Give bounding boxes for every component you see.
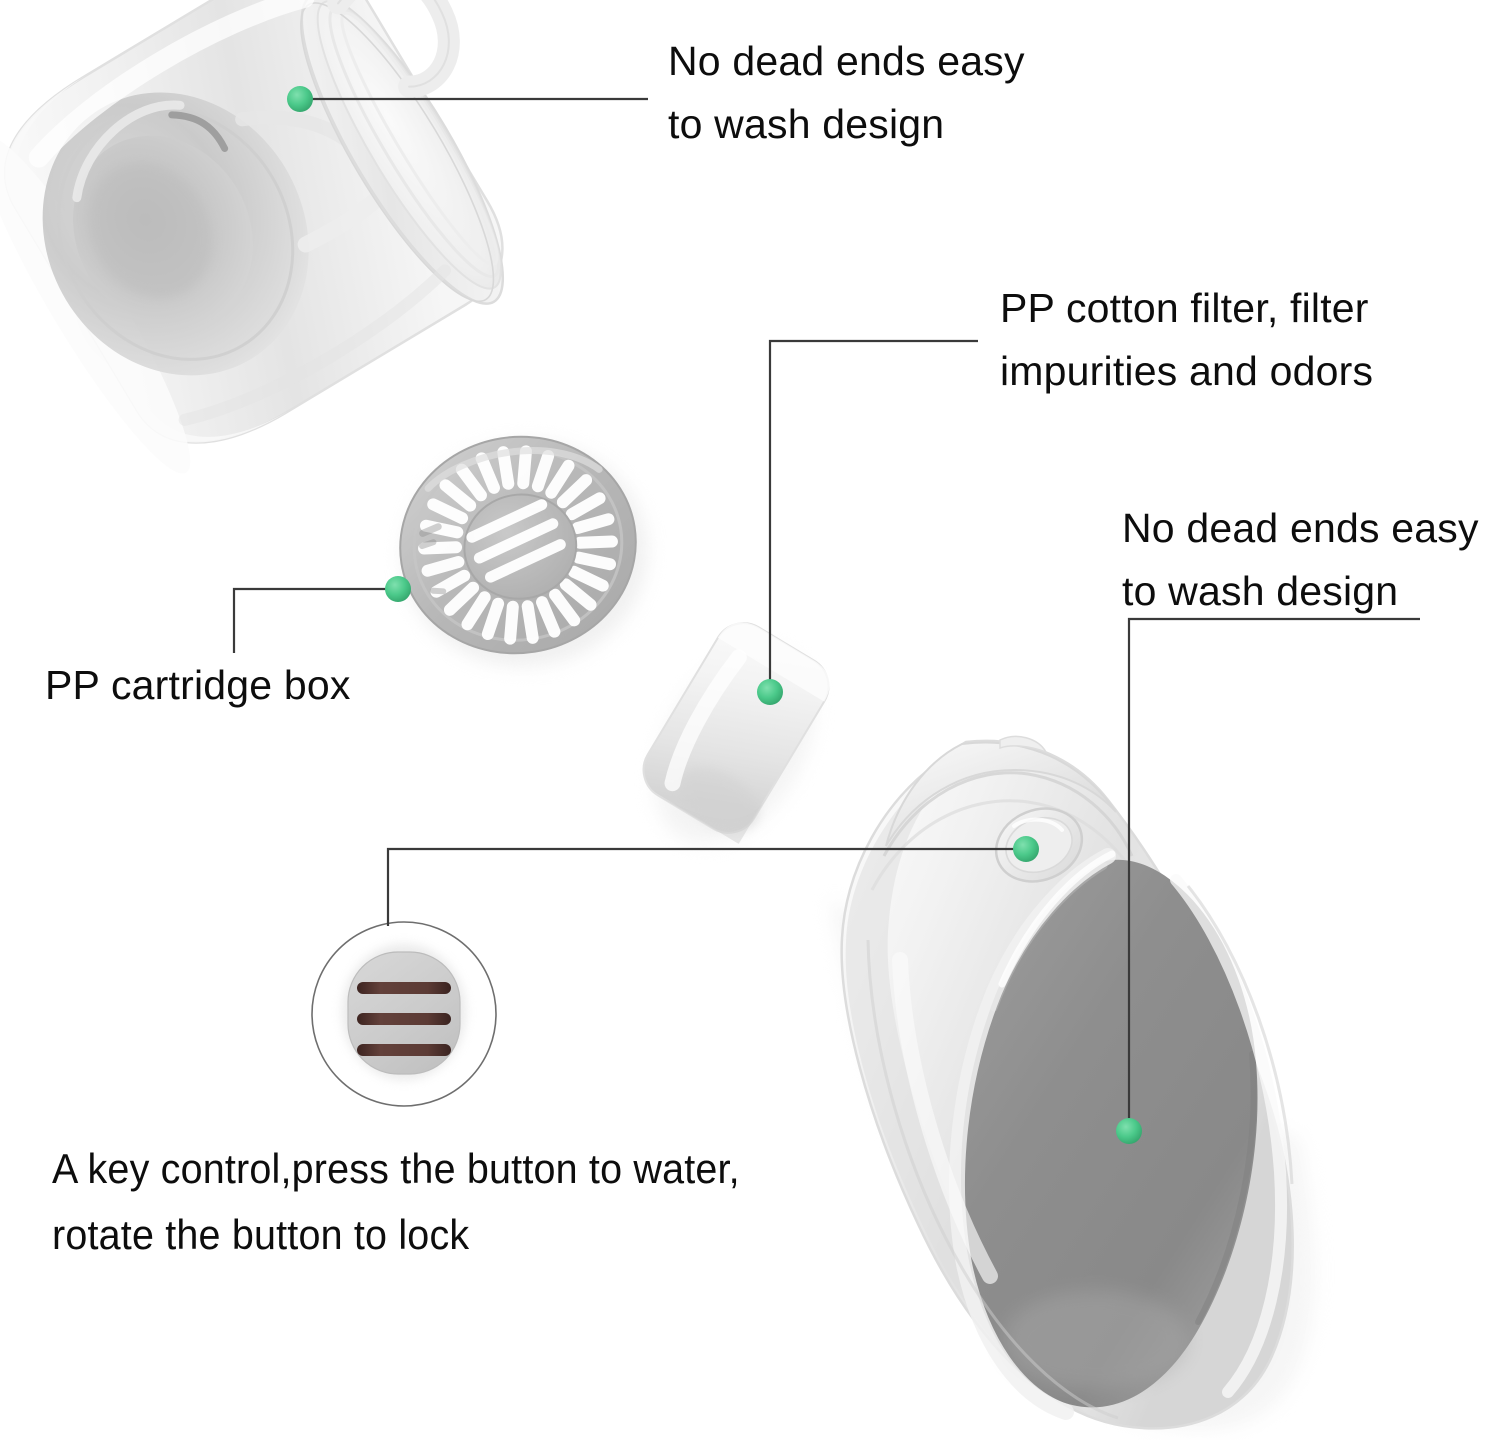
callout-label-pp-cartridge-box: PP cartridge box	[45, 662, 351, 708]
cap-threaded-mouth	[300, 0, 505, 305]
pp-cotton-filter-part	[642, 622, 830, 844]
callout-markers	[287, 86, 1142, 1144]
button-detail-bars	[357, 982, 451, 1056]
marker-dot-top-left	[287, 86, 313, 112]
main-body-part	[830, 735, 1315, 1430]
main-body-cavity	[960, 859, 1258, 1408]
transparent-cap-cup-part	[0, 0, 505, 474]
main-body-collar	[885, 741, 1117, 847]
callout-label-no-dead-ends-top: No dead ends easy to wash design	[668, 38, 1025, 147]
pp-cartridge-box-part	[399, 435, 648, 667]
leader-line-cartridge	[232, 587, 398, 653]
main-body-right-highlight	[1170, 874, 1288, 1398]
callout-leader-lines	[232, 97, 1420, 1131]
marker-dot-button	[1013, 836, 1039, 862]
marker-dot-right	[1116, 1118, 1142, 1144]
button-detail-circle	[311, 921, 497, 1107]
cartridge-center-slots	[466, 499, 566, 583]
callout-label-no-dead-ends-body: No dead ends easy to wash design	[1122, 505, 1479, 614]
main-body-top-nub	[999, 735, 1048, 754]
cotton-filter-top	[717, 622, 830, 702]
marker-dot-filter	[757, 679, 783, 705]
main-body-collar-seam	[882, 771, 1134, 857]
leader-line-filter	[768, 339, 978, 692]
cartridge-radial-slots	[418, 445, 618, 645]
leader-line-right	[1127, 617, 1420, 1131]
marker-dot-cartridge	[385, 576, 411, 602]
cap-inner-bowl	[42, 92, 309, 376]
leader-line-button	[386, 847, 1026, 926]
cartridge-surface-marks	[419, 523, 447, 595]
callout-label-a-key-control: A key control,press the button to water,…	[52, 1145, 740, 1258]
callout-label-pp-cotton-filter: PP cotton filter, filter impurities and …	[1000, 285, 1374, 394]
